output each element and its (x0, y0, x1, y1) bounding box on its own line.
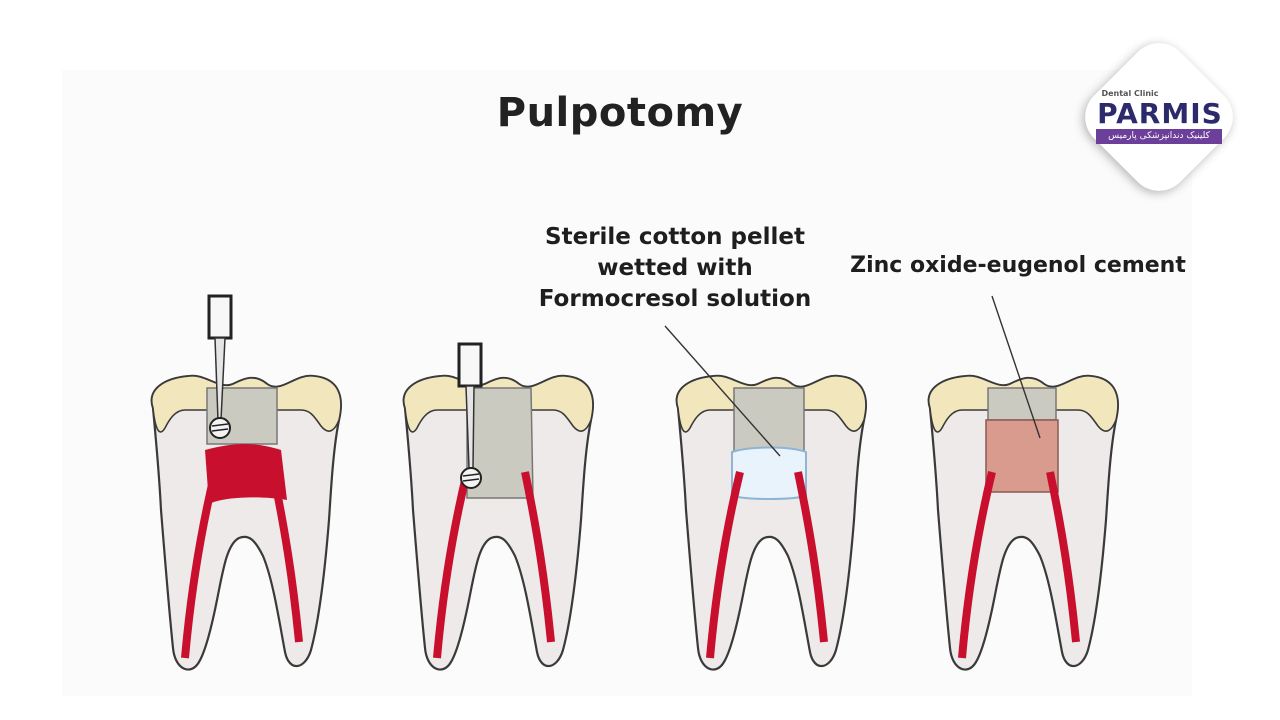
cotton-label-line-2: wetted with (597, 255, 753, 281)
pulp-chamber (205, 444, 287, 504)
logo-tagline: Dental Clinic (1101, 89, 1159, 98)
cotton-label-line-1: Sterile cotton pellet (545, 224, 805, 250)
tooth-pulp-removed-stage (402, 342, 595, 671)
cotton-pointer-line (664, 325, 781, 457)
logo-name: PARMIS (1097, 97, 1223, 130)
logo-subtitle: کلینیک دندانپزشکی پارمیس (1096, 129, 1222, 144)
dental-drill (457, 342, 483, 489)
cotton-label-line-3: Formocresol solution (538, 286, 812, 312)
zinc-cement-fill (985, 419, 1059, 493)
dental-drill (207, 294, 233, 439)
cotton-pellet-label: Sterile cotton pellet wetted with Formoc… (520, 222, 830, 315)
zinc-pointer-line (991, 295, 1041, 439)
tooth-drilling-stage (150, 294, 343, 671)
tooth-zinc-cement-stage (927, 374, 1120, 671)
cavity-fill (987, 387, 1057, 421)
page-title: Pulpotomy (496, 90, 744, 136)
zinc-cement-label: Zinc oxide-eugenol cement (850, 253, 1186, 278)
clinic-logo: Dental Clinic PARMIS کلینیک دندانپزشکی پ… (1072, 30, 1246, 204)
cavity-fill (733, 387, 805, 453)
tooth-cotton-pellet-stage (675, 374, 868, 671)
